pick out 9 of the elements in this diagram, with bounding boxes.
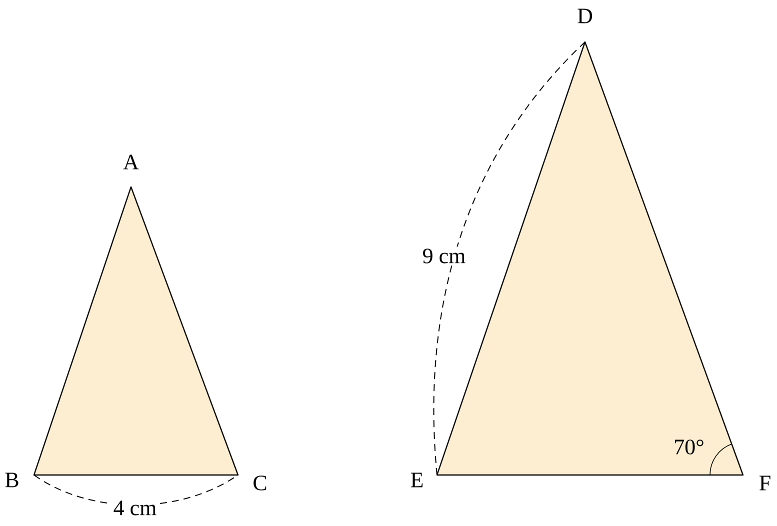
- label: C: [254, 476, 266, 490]
- label: 9 cm: [420, 246, 468, 266]
- label: 70°: [675, 440, 704, 454]
- label: A: [123, 154, 139, 170]
- label: F: [760, 476, 770, 490]
- label: E: [410, 472, 423, 488]
- label: 4 cm: [111, 498, 159, 518]
- label: D: [578, 8, 592, 24]
- label: B: [5, 472, 18, 488]
